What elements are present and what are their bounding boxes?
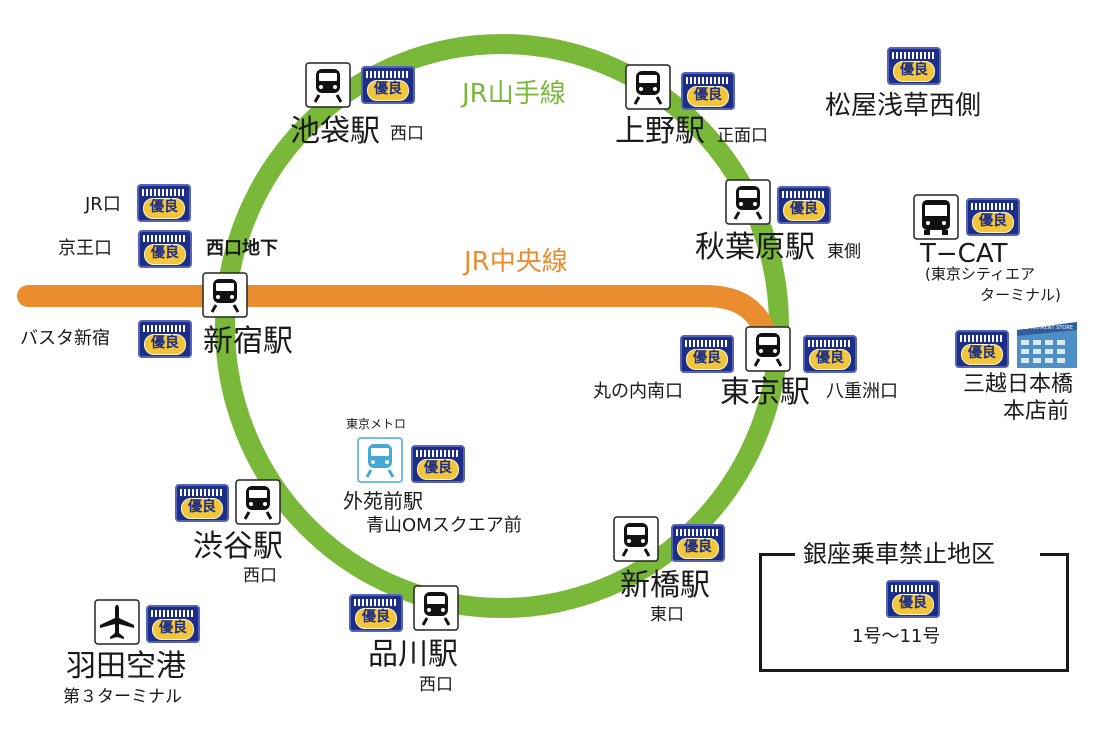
yuryo-badge-icon: 優良 (137, 184, 191, 222)
yuryo-badge-icon: 優良 (803, 335, 857, 373)
shinjuku-keio-exit: 京王口 (58, 238, 112, 259)
yuryo-badge-icon: 優良 (175, 484, 229, 522)
tcat-sub1: (東京シティエア (925, 265, 1035, 283)
metro-train-icon (357, 437, 403, 483)
train-icon (745, 326, 791, 372)
tokyo-yaesu-exit: 八重洲口 (826, 381, 898, 402)
ginza-box-top-left (759, 553, 795, 556)
shinagawa-station-name: 品川駅 (368, 637, 458, 672)
tokyo-station-name: 東京駅 (720, 375, 810, 410)
busta-shinjuku-label: バスタ新宿 (20, 328, 110, 349)
ginza-box-top-right (1040, 553, 1069, 556)
shinjuku-station-name: 新宿駅 (203, 324, 293, 359)
department-store-icon: DEPARTMENT STORE (1017, 322, 1077, 368)
haneda-airport-label: 羽田空港 (66, 649, 186, 684)
shibuya-exit: 西口 (243, 566, 277, 586)
yuryo-badge-icon: 優良 (411, 445, 465, 483)
akihabara-exit: 東側 (827, 242, 861, 262)
gaienmae-sub: 青山OMスクエア前 (366, 515, 522, 536)
mitsukoshi-line1: 三越日本橋 (963, 372, 1074, 397)
yuryo-badge-icon: 優良 (361, 66, 415, 104)
yuryo-badge-icon: 優良 (886, 580, 940, 618)
tokyo-marunouchi-south-exit: 丸の内南口 (593, 381, 683, 402)
yuryo-badge-icon: 優良 (966, 198, 1020, 236)
yuryo-badge-icon: 優良 (138, 230, 192, 268)
tokyo-metro-label: 東京メトロ (346, 417, 407, 431)
train-icon (305, 62, 351, 108)
department-store-sign: DEPARTMENT STORE (1021, 325, 1073, 331)
shibuya-station-name: 渋谷駅 (193, 529, 283, 564)
yuryo-badge-icon: 優良 (777, 186, 831, 224)
yuryo-badge-icon: 優良 (955, 330, 1009, 368)
matsuya-asakusa-label: 松屋浅草西側 (825, 91, 982, 121)
bus-icon (913, 194, 959, 240)
ginza-restricted-area-box (759, 553, 1069, 672)
akihabara-station-name: 秋葉原駅 (695, 230, 815, 265)
yamanote-line-label: JR山手線 (462, 79, 566, 109)
tcat-label: T−CAT (920, 239, 1008, 269)
train-icon (202, 272, 248, 318)
ueno-station-name: 上野駅 (615, 114, 705, 149)
ueno-exit: 正面口 (717, 126, 768, 146)
yuryo-badge-icon: 優良 (680, 335, 734, 373)
airplane-icon (94, 599, 140, 645)
ginza-restricted-title: 銀座乗車禁止地区 (803, 540, 995, 568)
yuryo-badge-icon: 優良 (349, 594, 403, 632)
gaienmae-station-name: 外苑前駅 (343, 489, 423, 513)
train-icon (235, 479, 281, 525)
yuryo-badge-icon: 優良 (138, 320, 192, 358)
ikebukuro-station-name: 池袋駅 (290, 114, 380, 149)
train-icon (725, 179, 771, 225)
ikebukuro-exit: 西口 (390, 124, 424, 144)
shinjuku-west-underground: 西口地下 (206, 238, 278, 259)
shimbashi-station-name: 新橋駅 (620, 568, 710, 603)
train-icon (613, 516, 659, 562)
tcat-sub2: ターミナル) (980, 286, 1061, 304)
shinagawa-exit: 西口 (419, 675, 453, 695)
train-icon (413, 585, 459, 631)
yamanote-line (215, 34, 789, 618)
yuryo-badge-icon: 優良 (887, 47, 941, 85)
haneda-terminal-label: 第３ターミナル (63, 687, 182, 707)
yuryo-badge-icon: 優良 (681, 72, 735, 110)
chuo-line-label: JR中央線 (464, 247, 568, 277)
yuryo-badge-icon: 優良 (146, 605, 200, 643)
shimbashi-exit: 東口 (650, 605, 684, 625)
train-icon (625, 64, 671, 110)
yuryo-badge-icon: 優良 (671, 524, 725, 562)
shinjuku-jr-exit: JR口 (85, 194, 121, 215)
mitsukoshi-line2: 本店前 (1003, 399, 1070, 424)
ginza-range: 1号〜11号 (852, 626, 941, 647)
